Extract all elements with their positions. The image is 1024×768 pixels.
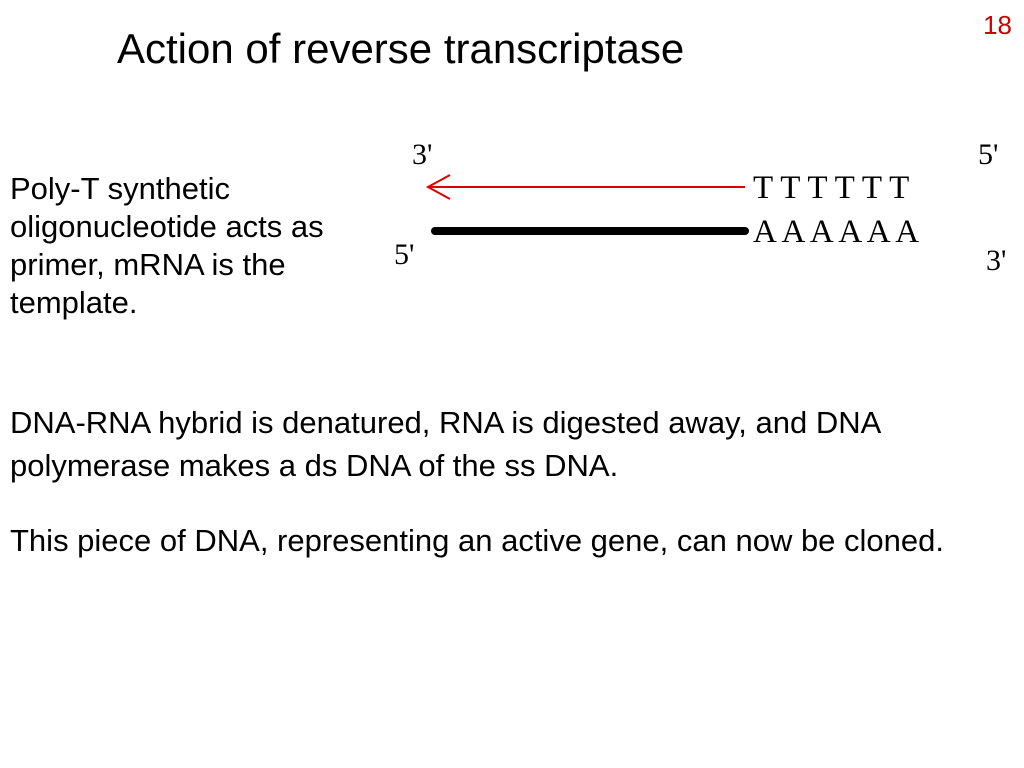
top-strand-5prime-label: 5' [978, 138, 998, 171]
poly-t-bases: T T T T T T [753, 170, 909, 206]
slide-number: 18 [983, 10, 1012, 40]
top-strand-3prime-label: 3' [412, 138, 432, 171]
cdna-arrow-head [425, 174, 451, 200]
bottom-strand-5prime-label: 5' [394, 238, 414, 271]
poly-a-bases: A A A A A A [753, 214, 919, 250]
slide-title: Action of reverse transcriptase [117, 25, 685, 72]
cloning-paragraph: This piece of DNA, representing an activ… [10, 523, 944, 558]
reverse-transcription-diagram: 3' 5' T T T T T T A A A A A A 5' 3' [394, 138, 1006, 277]
denature-paragraph: DNA-RNA hybrid is denatured, RNA is dige… [10, 405, 880, 483]
bottom-strand-3prime-label: 3' [986, 244, 1006, 277]
primer-description: Poly-T synthetic oligonucleotide acts as… [10, 171, 324, 321]
